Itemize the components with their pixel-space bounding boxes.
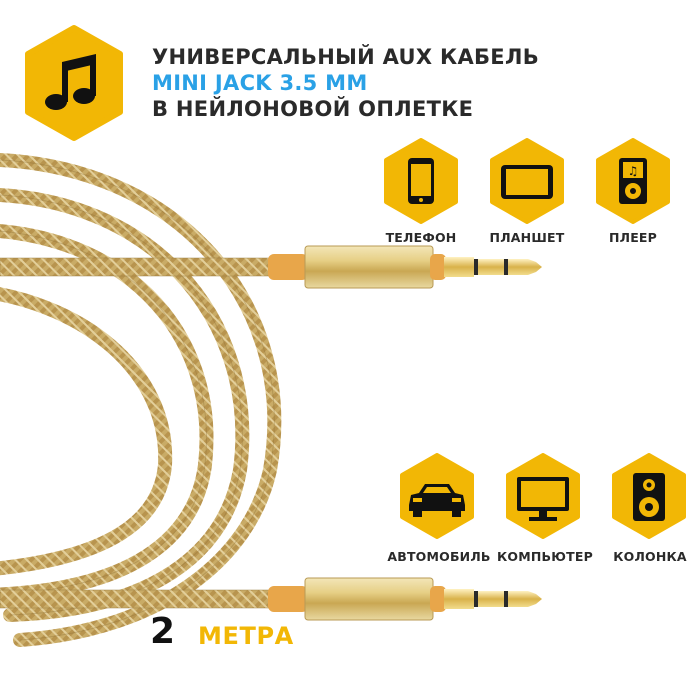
device-label-speaker: КОЛОНКА <box>613 549 687 564</box>
device-label-car: АВТОМОБИЛЬ <box>387 549 491 564</box>
device-label-player: ПЛЕЕР <box>608 230 658 245</box>
jack-connector-top <box>268 245 542 289</box>
car-icon <box>399 453 475 539</box>
cable-length-number: 2 <box>150 611 176 652</box>
music-note-icon <box>22 24 126 142</box>
device-label-tablet: ПЛАНШЕТ <box>489 230 565 245</box>
player-icon: ♫ <box>595 138 671 224</box>
speaker-icon <box>611 453 687 539</box>
tablet-icon <box>489 138 565 224</box>
monitor-icon <box>505 453 581 539</box>
title-line-2: MINI JACK 3.5 MM <box>152 71 368 95</box>
phone-icon <box>383 138 459 224</box>
jack-connector-bottom <box>268 577 542 621</box>
title-line-3: В НЕЙЛОНОВОЙ ОПЛЕТКЕ <box>152 97 474 121</box>
title-line-1: УНИВЕРСАЛЬНЫЙ AUX КАБЕЛЬ <box>152 45 539 69</box>
device-label-phone: ТЕЛЕФОН <box>385 230 457 245</box>
svg-text:♫: ♫ <box>628 164 639 178</box>
device-label-computer: КОМПЬЮТЕР <box>497 549 593 564</box>
cable-length-unit: МЕТРА <box>198 622 294 650</box>
